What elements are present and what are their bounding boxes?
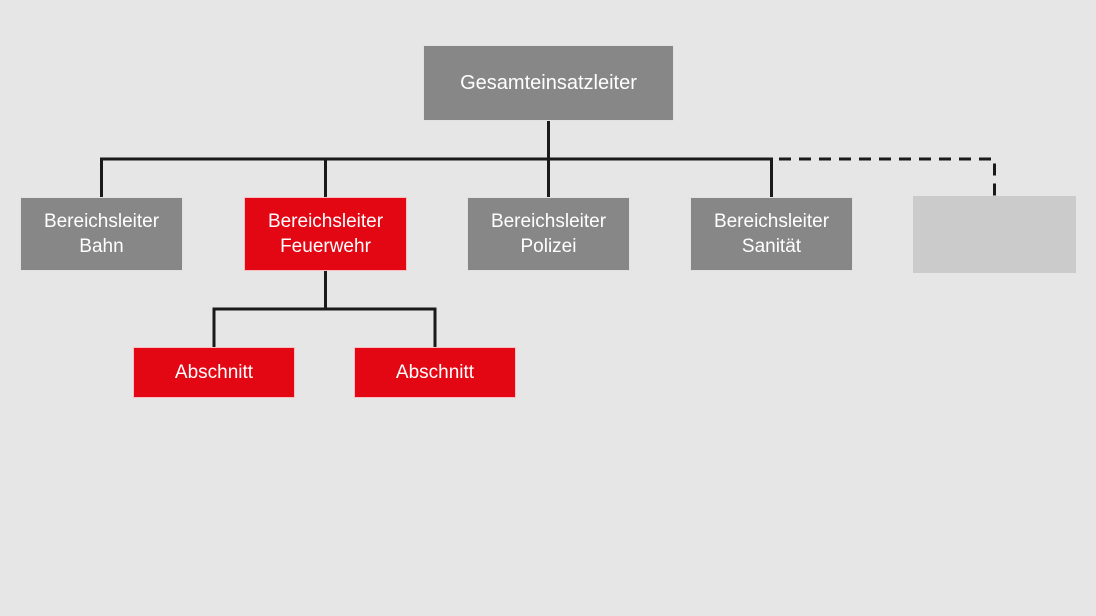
node-gesamteinsatzleiter: Gesamteinsatzleiter: [423, 45, 674, 121]
connector-dashed-placeholder: [779, 157, 996, 196]
node-abschnitt-1: Abschnitt: [133, 347, 295, 398]
node-placeholder-dashed: [913, 196, 1076, 273]
node-bereichsleiter-sanitaet: Bereichsleiter Sanität: [690, 197, 853, 271]
node-abschnitt-2: Abschnitt: [354, 347, 516, 398]
node-bereichsleiter-feuerwehr: Bereichsleiter Feuerwehr: [244, 197, 407, 271]
node-bereichsleiter-polizei: Bereichsleiter Polizei: [467, 197, 630, 271]
node-bereichsleiter-bahn: Bereichsleiter Bahn: [20, 197, 183, 271]
